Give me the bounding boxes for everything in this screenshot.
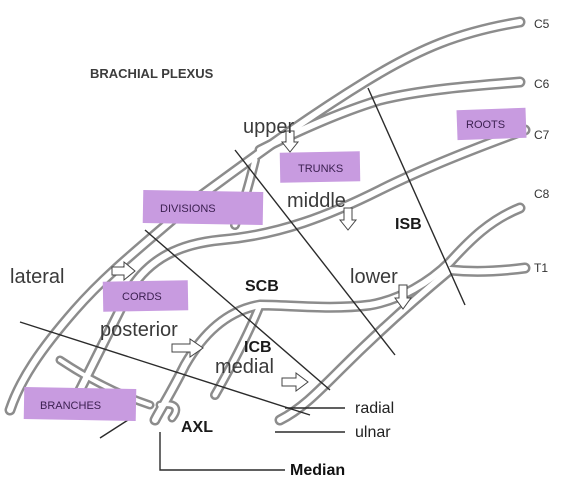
branch-label-radial: radial xyxy=(355,400,394,417)
tag-branches-label: BRANCHES xyxy=(40,400,101,412)
branch-line-median xyxy=(160,432,285,470)
tag-trunks: TRUNKS xyxy=(280,151,361,182)
root-label-t1: T1 xyxy=(534,261,548,275)
root-label-c8: C8 xyxy=(534,187,550,201)
abbr-scb: SCB xyxy=(245,278,279,295)
tag-cords: CORDS xyxy=(103,280,189,311)
tag-roots: ROOTS xyxy=(456,108,526,140)
trunk-label-upper: upper xyxy=(243,116,294,138)
tag-divisions-label: DIVISIONS xyxy=(160,203,216,215)
cord-label-medial: medial xyxy=(215,356,274,378)
root-label-c7: C7 xyxy=(534,128,550,142)
abbr-icb: ICB xyxy=(244,339,272,356)
root-label-c5: C5 xyxy=(534,17,550,31)
cord-label-lateral: lateral xyxy=(10,266,64,288)
tag-branches: BRANCHES xyxy=(24,387,137,421)
abbr-isb: ISB xyxy=(395,216,422,233)
tag-divisions: DIVISIONS xyxy=(143,190,264,225)
diagram-title: BRACHIAL PLEXUS xyxy=(90,66,214,81)
tag-cords-label: CORDS xyxy=(122,291,162,303)
cord-label-posterior: posterior xyxy=(100,319,178,341)
branch-label-ulnar: ulnar xyxy=(355,424,391,441)
tag-trunks-label: TRUNKS xyxy=(298,163,343,175)
guide-line-lower-left xyxy=(100,420,128,438)
trunk-label-lower: lower xyxy=(350,266,398,288)
tag-roots-label: ROOTS xyxy=(466,119,505,131)
branch-label-median: Median xyxy=(290,462,345,478)
arrow-medial-icon xyxy=(282,373,308,391)
root-label-c6: C6 xyxy=(534,77,550,91)
root-labels: C5 C6 C7 C8 T1 xyxy=(534,17,550,275)
abbr-axl: AXL xyxy=(181,419,213,436)
trunk-label-middle: middle xyxy=(287,190,346,212)
